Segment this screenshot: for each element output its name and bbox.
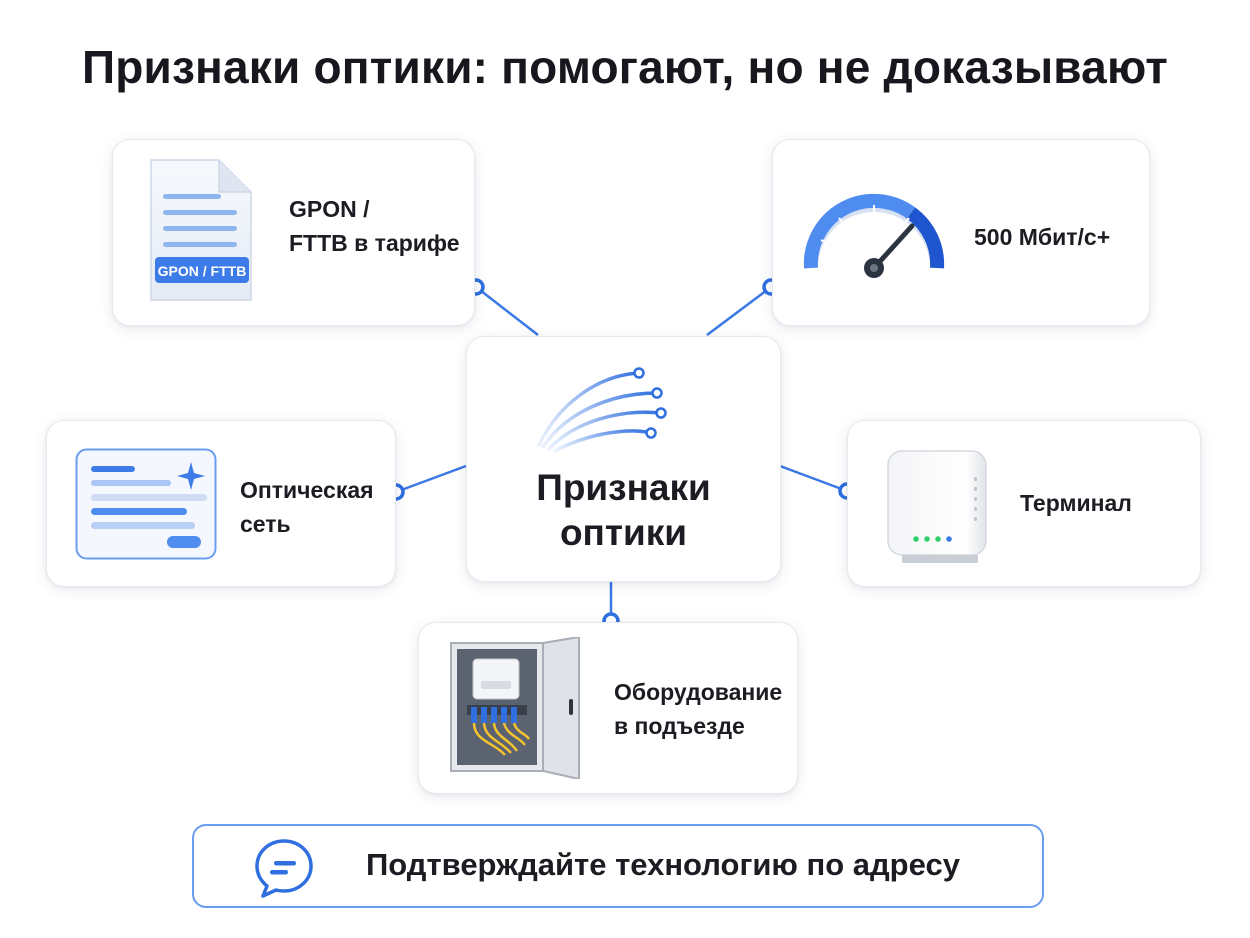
speedometer-icon xyxy=(803,193,945,278)
connector-speed xyxy=(706,286,772,336)
connector-network xyxy=(395,464,467,494)
card-network: Оптическая сеть xyxy=(46,420,396,587)
center-card: Признаки оптики xyxy=(466,336,781,582)
footer-callout: Подтверждайте технологию по адресу xyxy=(192,824,1044,908)
equipment-label-line1: Оборудование xyxy=(614,679,783,705)
terminal-label: Терминал xyxy=(1020,490,1132,516)
tariff-label-line1: GPON / xyxy=(289,196,370,222)
footer-text: Подтверждайте технологию по адресу xyxy=(366,847,960,882)
tariff-label: GPON / FTTB в тарифе xyxy=(289,192,460,260)
equipment-label: Оборудование в подъезде xyxy=(614,675,782,743)
network-label-line1: Оптическая xyxy=(240,477,374,503)
card-speed: 500 Мбит/с+ xyxy=(772,139,1150,326)
router-icon xyxy=(887,450,987,563)
network-label: Оптическая сеть xyxy=(240,473,374,541)
card-terminal: Терминал xyxy=(847,420,1201,587)
center-label: Признаки оптики xyxy=(467,465,780,555)
connector-tariff xyxy=(475,286,539,336)
chat-bubble-icon xyxy=(255,839,313,898)
speed-label: 500 Мбит/с+ xyxy=(974,224,1111,250)
webpage-icon xyxy=(75,448,217,560)
cabinet-icon xyxy=(450,637,580,779)
equipment-label-line2: в подъезде xyxy=(614,713,745,739)
fiber-optic-icon xyxy=(537,367,667,453)
card-tariff: GPON / FTTB GPON / FTTB в тарифе xyxy=(112,139,475,326)
page-title: Признаки оптики: помогают, но не доказыв… xyxy=(81,41,1169,93)
center-label-line2: оптики xyxy=(559,512,688,553)
document-badge-text: GPON / FTTB xyxy=(157,263,247,279)
network-label-line2: сеть xyxy=(240,511,291,537)
tariff-label-line2: FTTB в тарифе xyxy=(289,230,460,256)
card-equipment: Оборудование в подъезде xyxy=(418,622,798,794)
center-label-line1: Признаки xyxy=(536,467,711,508)
document-icon xyxy=(150,159,252,301)
connector-terminal xyxy=(779,464,848,493)
